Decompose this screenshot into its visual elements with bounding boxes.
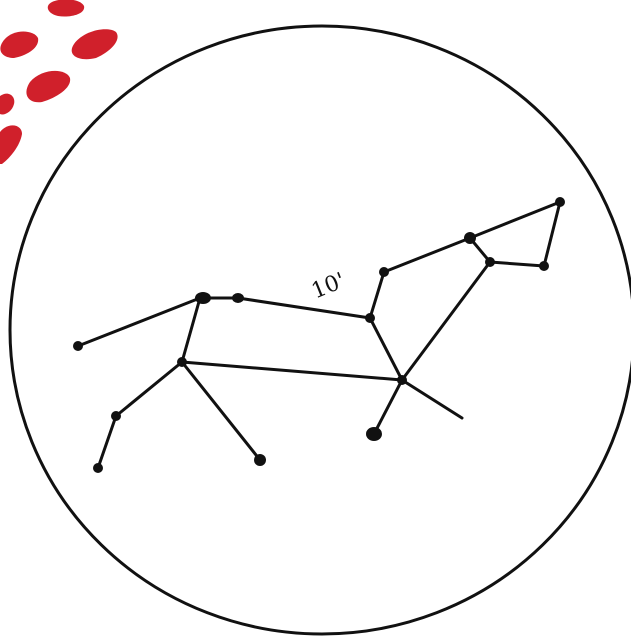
star — [254, 454, 266, 466]
star — [195, 292, 211, 304]
star — [397, 375, 407, 385]
line-hindleg-front — [182, 362, 260, 460]
star — [379, 267, 389, 277]
star — [464, 232, 476, 244]
star — [93, 463, 103, 473]
stars — [73, 197, 565, 473]
star — [366, 427, 382, 441]
constellation-lines — [78, 202, 560, 468]
outer-circle — [10, 26, 631, 634]
star — [73, 341, 83, 351]
star — [111, 411, 121, 421]
red-dash — [48, 0, 84, 17]
star — [232, 293, 244, 303]
line-belly — [182, 362, 402, 380]
line-neck-lower — [370, 272, 384, 318]
line-throat — [402, 262, 490, 380]
line-foreleg — [374, 380, 402, 434]
star — [555, 197, 565, 207]
star — [365, 313, 375, 323]
red-dash — [0, 32, 38, 59]
line-head-top — [470, 202, 560, 238]
red-dash — [72, 29, 118, 59]
line-neck-upper — [384, 238, 470, 272]
star — [539, 261, 549, 271]
red-dash — [0, 125, 22, 164]
star — [485, 257, 495, 267]
line-head-front — [544, 202, 560, 266]
annotation-label: 10' — [308, 268, 349, 304]
line-rump — [182, 298, 200, 362]
red-dash — [26, 71, 70, 102]
line-shoulder — [370, 318, 402, 380]
line-hindleg-back — [98, 362, 182, 468]
red-dash-decoration — [0, 0, 118, 164]
red-dash — [0, 94, 14, 115]
line-tail — [78, 298, 200, 346]
line-back — [200, 298, 370, 318]
line-jaw — [490, 262, 544, 266]
line-chest — [402, 380, 462, 418]
star — [177, 357, 187, 367]
